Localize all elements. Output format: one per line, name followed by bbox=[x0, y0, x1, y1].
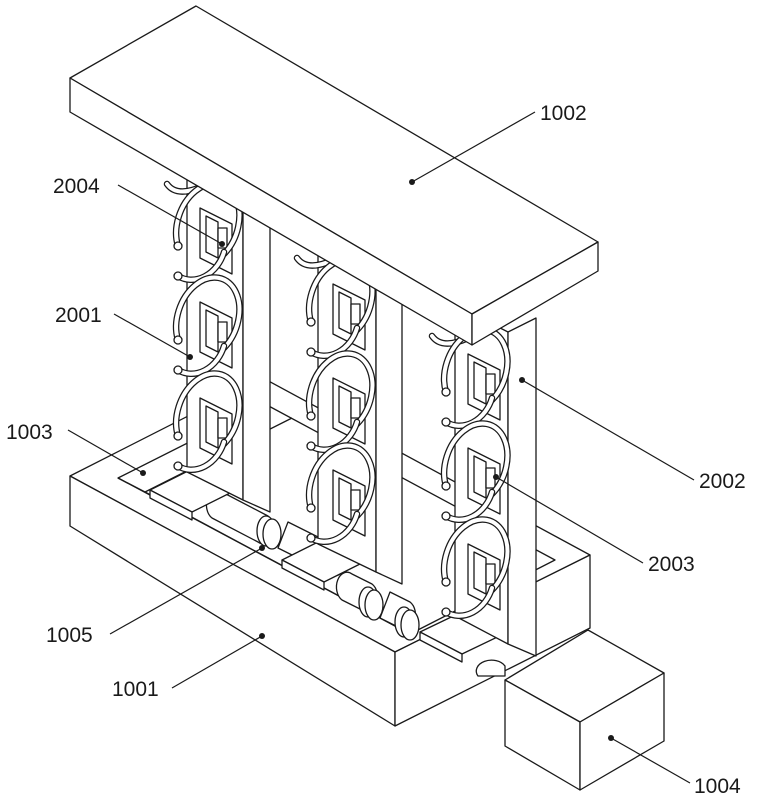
label-2003: 2003 bbox=[648, 553, 695, 576]
box-right-face bbox=[579, 672, 665, 791]
leader-1005 bbox=[109, 547, 263, 635]
ring-end bbox=[441, 387, 451, 397]
label-2002: 2002 bbox=[699, 470, 746, 493]
hook-mount-slot bbox=[473, 455, 487, 499]
ring-end bbox=[306, 347, 316, 357]
ring-end bbox=[441, 607, 451, 617]
anchor-2003 bbox=[493, 474, 499, 480]
hook-pin bbox=[485, 373, 496, 395]
leader-2003 bbox=[495, 476, 644, 564]
label-2004: 2004 bbox=[53, 175, 100, 198]
ring-end bbox=[173, 365, 183, 375]
top-plate bbox=[69, 5, 599, 346]
roller-end-cap bbox=[475, 659, 506, 677]
ring-end bbox=[173, 461, 183, 471]
hook-pin bbox=[350, 397, 361, 419]
ring-end bbox=[306, 533, 316, 543]
anchor-1004 bbox=[608, 735, 614, 741]
ring-hook-inner bbox=[442, 421, 510, 496]
ring-hook-inner bbox=[307, 443, 375, 518]
leader-2002 bbox=[521, 379, 695, 481]
hook-mount-slot bbox=[205, 309, 219, 353]
hook-pin bbox=[485, 563, 496, 585]
ring-hook-inner bbox=[176, 440, 226, 472]
leader-1001 bbox=[171, 635, 263, 689]
ring-hook-inner bbox=[444, 586, 494, 618]
roller-collar bbox=[400, 609, 420, 641]
leader-1003 bbox=[67, 429, 144, 474]
hook-pin bbox=[217, 227, 228, 249]
hook-pin bbox=[350, 303, 361, 325]
top-plate-right-face bbox=[471, 241, 599, 346]
ring-hook-inner bbox=[309, 512, 359, 544]
anchor-2001 bbox=[187, 354, 193, 360]
leader-2001 bbox=[113, 313, 191, 358]
leader-1002 bbox=[411, 111, 536, 183]
ring-end bbox=[306, 503, 316, 513]
ring-end bbox=[173, 431, 183, 441]
anchor-1003 bbox=[140, 470, 146, 476]
platform-side bbox=[281, 559, 325, 591]
hook-mount-slot bbox=[473, 551, 487, 595]
label-1004: 1004 bbox=[694, 775, 741, 798]
ring-end bbox=[173, 271, 183, 281]
ring-hook-inner bbox=[174, 371, 242, 446]
label-1003: 1003 bbox=[6, 421, 53, 444]
ring-end bbox=[441, 577, 451, 587]
callouts: 1002 2004 2001 1003 2002 2003 1005 1001 bbox=[6, 102, 746, 798]
label-1001: 1001 bbox=[112, 678, 159, 701]
ring-end bbox=[173, 335, 183, 345]
hook-mount-slot bbox=[473, 361, 487, 405]
hook-pin bbox=[350, 489, 361, 511]
hook-mount-slot bbox=[338, 477, 352, 521]
ring-end bbox=[173, 241, 183, 251]
roller-collar bbox=[262, 518, 282, 550]
hook-mount-slot bbox=[338, 385, 352, 429]
ring-hook-inner bbox=[444, 490, 494, 522]
ring-hook-inner bbox=[442, 517, 510, 592]
ring-end bbox=[306, 441, 316, 451]
label-1005: 1005 bbox=[46, 624, 93, 647]
ring-hook-inner bbox=[176, 344, 226, 376]
label-2001: 2001 bbox=[55, 304, 102, 327]
ring-end bbox=[441, 481, 451, 491]
hook-pin bbox=[217, 417, 228, 439]
anchor-1001 bbox=[259, 633, 265, 639]
leader-2004 bbox=[117, 184, 223, 245]
ring-end bbox=[441, 511, 451, 521]
hook-mount-slot bbox=[205, 405, 219, 449]
anchor-2002 bbox=[519, 377, 525, 383]
hook-mount-slot bbox=[338, 291, 352, 335]
anchor-2004 bbox=[219, 241, 225, 247]
ring-end bbox=[306, 411, 316, 421]
ring-hook-inner bbox=[174, 275, 242, 350]
hook-mount-slot bbox=[205, 215, 219, 259]
label-1002: 1002 bbox=[540, 102, 587, 125]
leader-1004 bbox=[610, 737, 691, 784]
anchor-1002 bbox=[409, 179, 415, 185]
ring-end bbox=[306, 317, 316, 327]
ring-hook-inner bbox=[307, 351, 375, 426]
box-unit bbox=[504, 629, 665, 791]
platform-side bbox=[149, 489, 193, 521]
ring-end bbox=[441, 417, 451, 427]
platform-side bbox=[419, 631, 463, 663]
roller-collar bbox=[364, 589, 384, 621]
anchor-1005 bbox=[259, 545, 265, 551]
hook-pin bbox=[217, 321, 228, 343]
